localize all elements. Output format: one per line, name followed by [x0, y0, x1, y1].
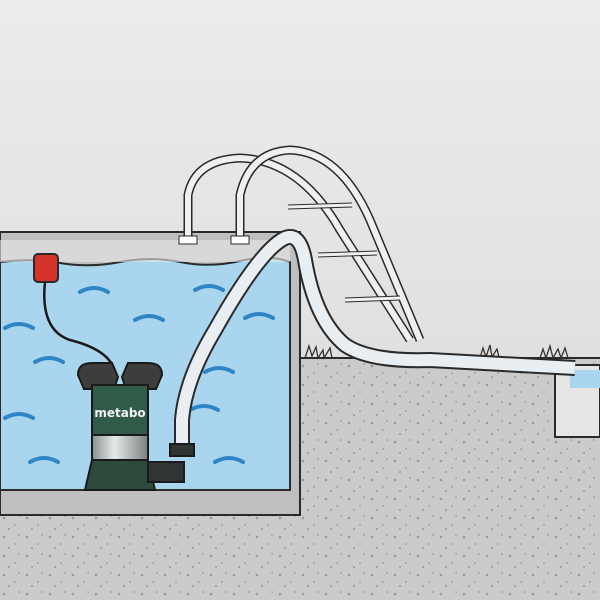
submersible-pump: metabo [76, 362, 195, 491]
pump-brand-logo: metabo [94, 406, 145, 420]
hose-connector [169, 443, 195, 457]
float-switch-cable [43, 281, 117, 373]
grass [304, 343, 569, 361]
pool-ladder [178, 145, 425, 343]
discharge-hose [174, 229, 576, 448]
drain-basin [554, 364, 600, 438]
water-waves [3, 284, 275, 464]
float-switch [33, 253, 59, 283]
